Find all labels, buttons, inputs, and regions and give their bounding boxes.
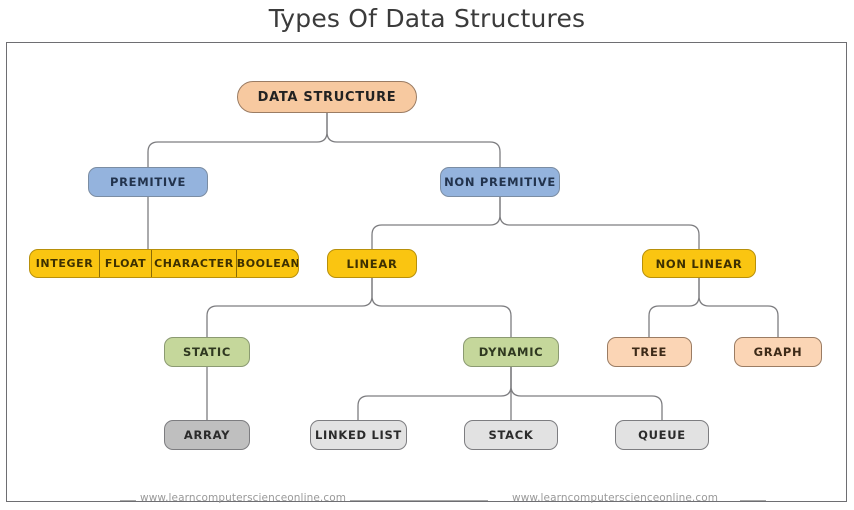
node-queue[interactable]: QUEUE xyxy=(615,420,709,450)
node-graph[interactable]: GRAPH xyxy=(734,337,822,367)
watermark-rule-left xyxy=(120,500,136,501)
node-non-linear[interactable]: NON LINEAR xyxy=(642,249,756,278)
watermark-left: www.learncomputerscienceonline.com xyxy=(140,492,347,504)
node-character[interactable]: CHARACTER xyxy=(152,250,237,277)
node-array[interactable]: ARRAY xyxy=(164,420,250,450)
node-stack[interactable]: STACK xyxy=(464,420,558,450)
primitive-types-bar: INTEGER FLOAT CHARACTER BOOLEAN xyxy=(29,249,299,278)
node-data-structure[interactable]: DATA STRUCTURE xyxy=(237,81,417,113)
node-linked-list[interactable]: LINKED LIST xyxy=(310,420,407,450)
node-static[interactable]: STATIC xyxy=(164,337,250,367)
watermark-rule-right xyxy=(740,500,766,501)
node-integer[interactable]: INTEGER xyxy=(30,250,100,277)
node-linear[interactable]: LINEAR xyxy=(327,249,417,278)
node-premitive[interactable]: PREMITIVE xyxy=(88,167,208,197)
node-float[interactable]: FLOAT xyxy=(100,250,152,277)
watermark-rule-mid xyxy=(350,500,488,501)
node-boolean[interactable]: BOOLEAN xyxy=(236,257,299,270)
node-tree[interactable]: TREE xyxy=(607,337,692,367)
node-dynamic[interactable]: DYNAMIC xyxy=(463,337,559,367)
node-non-premitive[interactable]: NON PREMITIVE xyxy=(440,167,560,197)
page-title: Types Of Data Structures xyxy=(268,4,586,33)
watermark-right: www.learncomputerscienceonline.com xyxy=(512,492,719,504)
